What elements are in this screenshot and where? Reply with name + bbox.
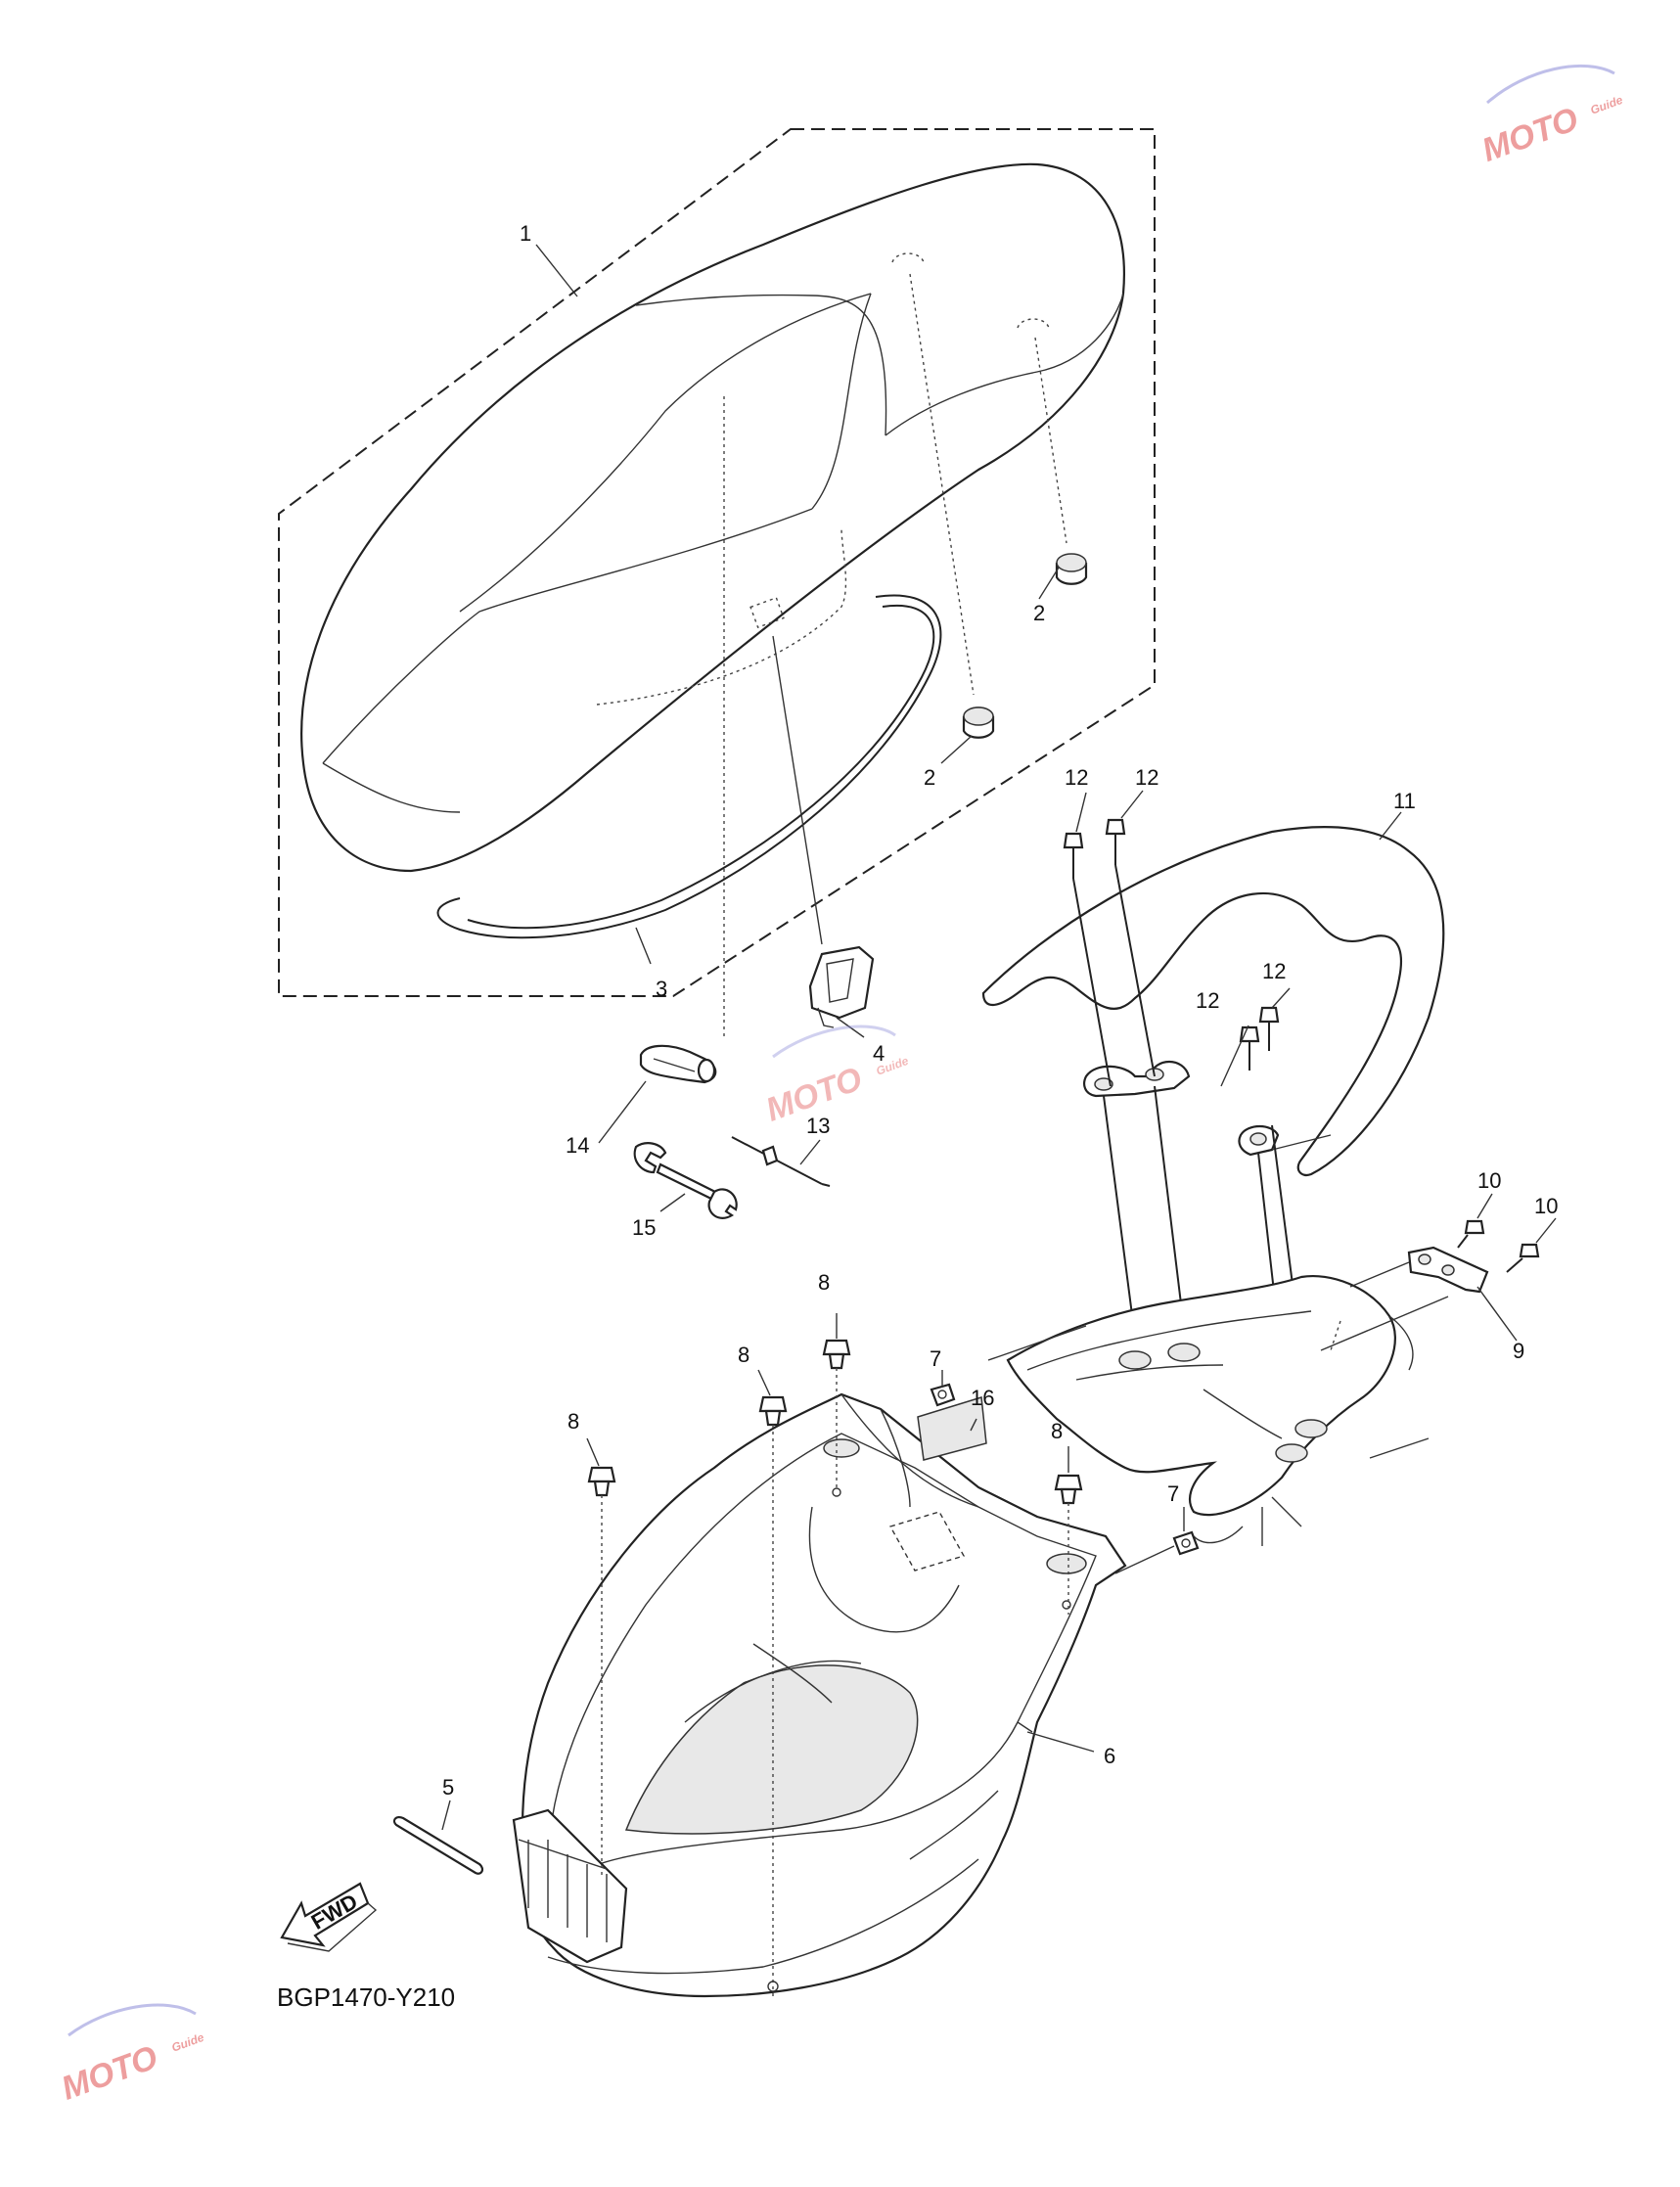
callout-13: 13 <box>806 1114 830 1138</box>
callout-12a: 12 <box>1065 765 1088 790</box>
seat-assembly-boundary <box>278 128 1156 997</box>
diagram-code: BGP1470-Y210 <box>277 1982 455 2012</box>
callout-15: 15 <box>632 1215 656 1240</box>
callout-6: 6 <box>1104 1744 1115 1768</box>
screwdriver <box>731 1136 831 1187</box>
callout-12d: 12 <box>1262 959 1286 983</box>
seat-damper-left <box>962 706 995 739</box>
watermark-text-top: MOTO <box>1477 101 1583 169</box>
callout-8c: 8 <box>568 1409 579 1434</box>
bolt-12b <box>1105 818 1126 865</box>
warning-label <box>917 1396 987 1461</box>
tool-holder <box>639 1044 717 1084</box>
callout-16: 16 <box>971 1386 994 1410</box>
callout-1: 1 <box>520 221 531 246</box>
watermark-text-bottom: MOTO <box>57 2038 162 2107</box>
watermark-logo-top: MOTO Guide <box>1477 64 1625 169</box>
seat-frame <box>436 594 942 939</box>
screw-8b <box>758 1395 788 1427</box>
seat-hinge <box>1320 1246 1489 1351</box>
callout-12b: 12 <box>1135 765 1158 790</box>
watermark-subtext-bottom: Guide <box>170 2030 206 2055</box>
bolt-12c <box>1239 1025 1260 1071</box>
bolt-12d <box>1258 1006 1280 1051</box>
callout-11: 11 <box>1393 789 1416 813</box>
callout-8d: 8 <box>1051 1419 1063 1443</box>
leader-lines <box>441 244 1557 1831</box>
forward-arrow: FWD <box>280 1882 378 1952</box>
screw-8a <box>822 1339 851 1370</box>
watermark-logo-bottom: MOTO Guide <box>57 2003 206 2108</box>
callout-4: 4 <box>873 1041 885 1066</box>
callout-labels: 1 2 2 3 4 5 6 7 7 8 8 8 8 9 10 10 11 12 … <box>442 221 1558 1800</box>
bolt-10b <box>1506 1243 1540 1273</box>
storage-box <box>512 1392 1127 1998</box>
watermark-logo-middle: MOTO Guide <box>761 1025 911 1129</box>
screw-8c <box>587 1466 616 1497</box>
callout-9: 9 <box>1513 1339 1524 1363</box>
wrench <box>633 1142 738 1219</box>
rear-frame <box>987 1275 1430 1546</box>
seat-damper-right <box>1055 553 1088 585</box>
callout-2b: 2 <box>924 765 935 790</box>
grab-bar <box>981 826 1445 1177</box>
callout-7a: 7 <box>930 1346 941 1371</box>
callout-8b: 8 <box>738 1343 749 1367</box>
callout-2a: 2 <box>1033 601 1045 625</box>
callout-10b: 10 <box>1534 1194 1558 1218</box>
pin <box>392 1816 484 1875</box>
callout-12c: 12 <box>1196 988 1219 1013</box>
bolt-10a <box>1457 1219 1485 1249</box>
screw-8d <box>1054 1474 1083 1505</box>
watermark-subtext-top: Guide <box>1589 93 1625 117</box>
nut-clip-7a <box>930 1383 956 1407</box>
bolt-12a <box>1063 832 1084 879</box>
callout-14: 14 <box>566 1133 589 1158</box>
callout-7b: 7 <box>1167 1481 1179 1506</box>
seat <box>300 162 1125 873</box>
callout-10a: 10 <box>1477 1168 1501 1193</box>
seat-hook <box>808 945 875 1028</box>
callout-8a: 8 <box>818 1270 830 1295</box>
callout-3: 3 <box>656 977 667 1001</box>
nut-clip-7b <box>1172 1530 1200 1556</box>
callout-5: 5 <box>442 1775 454 1800</box>
